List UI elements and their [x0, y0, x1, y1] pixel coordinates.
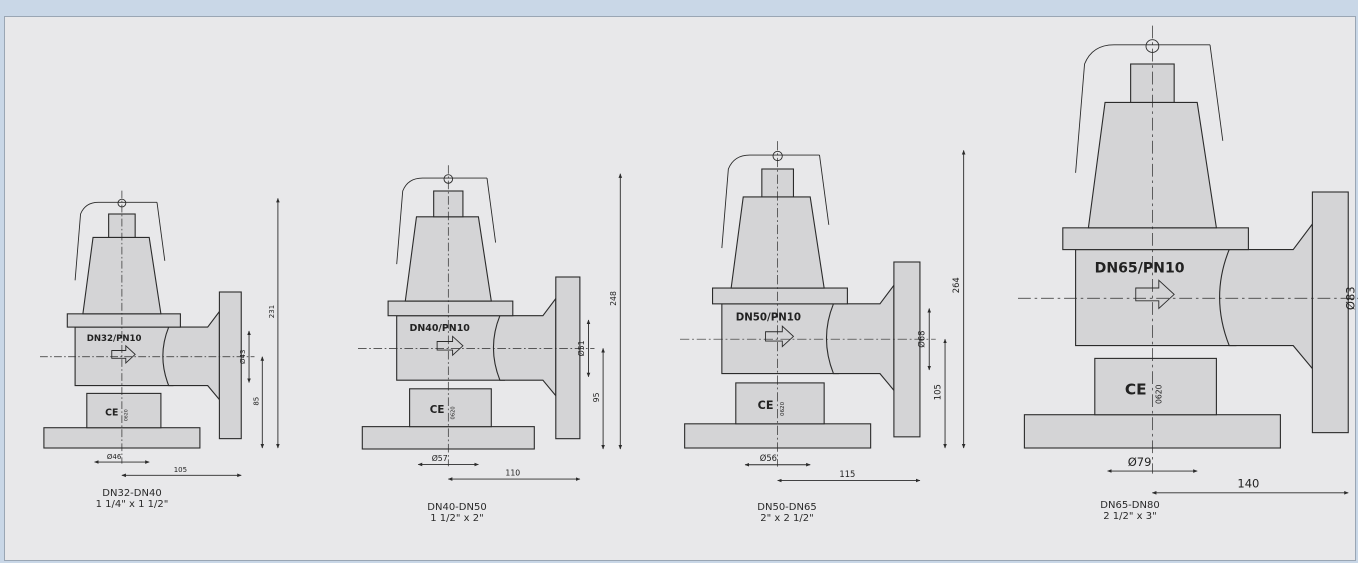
- flow-arrow-icon: [765, 325, 795, 348]
- dim-center-to-face: 115: [839, 469, 855, 479]
- inlet-neck: [1094, 357, 1217, 416]
- ce-mark: CE: [105, 407, 118, 418]
- body-marking: DN65/PN10: [1095, 261, 1185, 277]
- inlet-neck: [735, 382, 825, 425]
- outlet-flange: [555, 276, 581, 440]
- inlet-neck: [409, 388, 492, 428]
- inlet-neck: [86, 392, 162, 429]
- lifting-lever: [721, 154, 820, 249]
- ce-mark: CE: [1125, 380, 1147, 398]
- dim-center-to-face: 140: [1237, 477, 1259, 491]
- caption-size-range: DN50-DN65: [757, 502, 817, 513]
- dim-center-height: 105: [932, 384, 942, 400]
- body-marking: DN50/PN10: [736, 313, 801, 324]
- outlet-flange: [1311, 191, 1349, 434]
- lever-arm: [1209, 44, 1224, 141]
- lifting-lever: [396, 177, 488, 265]
- body-marking: DN40/PN10: [410, 323, 471, 334]
- lever-arm: [156, 202, 166, 261]
- dim-outlet-diameter: Ø83: [1344, 286, 1358, 310]
- flow-arrow-icon: [111, 344, 136, 364]
- caption-inch-size: 2" x 2 1/2": [760, 513, 814, 524]
- bonnet-flange: [1062, 227, 1249, 251]
- dim-inlet-diameter: Ø46: [107, 452, 122, 461]
- notified-body-number: 0620: [450, 406, 456, 419]
- dim-center-to-face: 105: [174, 465, 187, 474]
- body-marking: DN32/PN10: [87, 334, 142, 344]
- caption-size-range: DN40-DN50: [427, 502, 487, 513]
- dim-inlet-diameter: Ø57: [432, 454, 448, 463]
- caption-dn50: DN50-DN65 2" x 2 1/2": [702, 502, 872, 524]
- notified-body-number: 0620: [780, 401, 786, 416]
- dim-outlet-diameter: Ø51: [577, 340, 586, 356]
- caption-dn32: DN32-DN40 1 1/4" x 1 1/2": [47, 488, 217, 510]
- dim-height: 264: [951, 277, 961, 293]
- dim-center-height: 95: [592, 392, 601, 402]
- caption-inch-size: 2 1/2" x 3": [1103, 511, 1157, 522]
- caption-inch-size: 1 1/2" x 2": [430, 513, 484, 524]
- caption-inch-size: 1 1/4" x 1 1/2": [95, 499, 169, 510]
- notified-body-number: 0620: [1154, 384, 1163, 404]
- bonnet-flange: [387, 300, 514, 317]
- flow-arrow-icon: [1135, 279, 1175, 310]
- caption-dn65: DN65-DN80 2 1/2" x 3": [1045, 500, 1215, 522]
- lifting-lever: [1075, 44, 1210, 173]
- lever-arm: [819, 154, 830, 225]
- lifting-lever: [74, 201, 157, 281]
- dim-height: 231: [267, 305, 276, 318]
- dim-inlet-diameter: Ø56: [760, 453, 777, 463]
- dim-center-height: 85: [251, 397, 260, 406]
- dim-inlet-diameter: Ø79: [1128, 455, 1152, 469]
- flow-arrow-icon: [436, 335, 464, 357]
- dim-center-to-face: 110: [505, 469, 520, 478]
- caption-size-range: DN32-DN40: [102, 488, 162, 499]
- dim-outlet-diameter: Ø68: [917, 331, 927, 348]
- bonnet-flange: [712, 287, 848, 305]
- caption-dn40: DN40-DN50 1 1/2" x 2": [372, 502, 542, 524]
- valve-view-dn65: DN65/PN10CE0620373115Ø83Ø79140: [1018, 25, 1358, 495]
- outlet-flange: [893, 261, 921, 438]
- dim-height: 248: [609, 291, 618, 306]
- ce-mark: CE: [758, 399, 774, 412]
- outlet-flange: [218, 291, 242, 440]
- lever-arm: [486, 178, 497, 243]
- dim-outlet-diameter: Ø43: [238, 350, 247, 364]
- caption-size-range: DN65-DN80: [1100, 500, 1160, 511]
- bonnet-flange: [66, 313, 181, 328]
- ce-mark: CE: [430, 404, 445, 416]
- notified-body-number: 0620: [123, 409, 129, 421]
